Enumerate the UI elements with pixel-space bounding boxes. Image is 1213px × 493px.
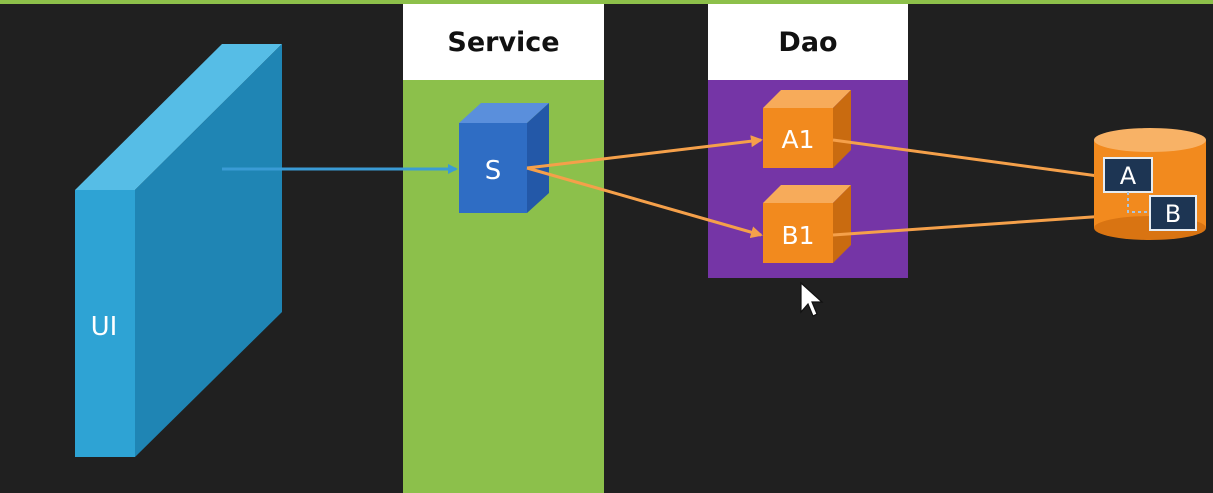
mouse-cursor-icon xyxy=(800,281,824,317)
service-to-b1-arrow xyxy=(526,166,763,239)
db-table-relation-line xyxy=(1127,192,1150,213)
service-s-cube: S xyxy=(459,103,549,213)
dao-b1-label: B1 xyxy=(781,221,814,250)
service-column: Service xyxy=(403,4,604,493)
service-s-label: S xyxy=(485,156,502,186)
top-accent-line xyxy=(0,0,1213,4)
ui-layer-block: UI xyxy=(75,44,282,457)
dao-column-title: Dao xyxy=(708,4,908,80)
ui-label: UI xyxy=(91,312,118,342)
dao-a1-cube: A1 xyxy=(763,90,851,168)
db-table-b-label: B xyxy=(1165,200,1181,228)
db-table-a-box xyxy=(1103,157,1153,193)
service-to-a1-arrow xyxy=(526,135,763,170)
db-table-b-box xyxy=(1149,195,1197,231)
db-table-a-label: A xyxy=(1120,162,1137,190)
a1-to-database-line xyxy=(832,138,1099,178)
database-cylinder: A B xyxy=(1094,128,1206,240)
service-column-title: Service xyxy=(403,4,604,80)
dao-a1-label: A1 xyxy=(781,125,814,154)
dao-b1-cube: B1 xyxy=(763,185,851,263)
